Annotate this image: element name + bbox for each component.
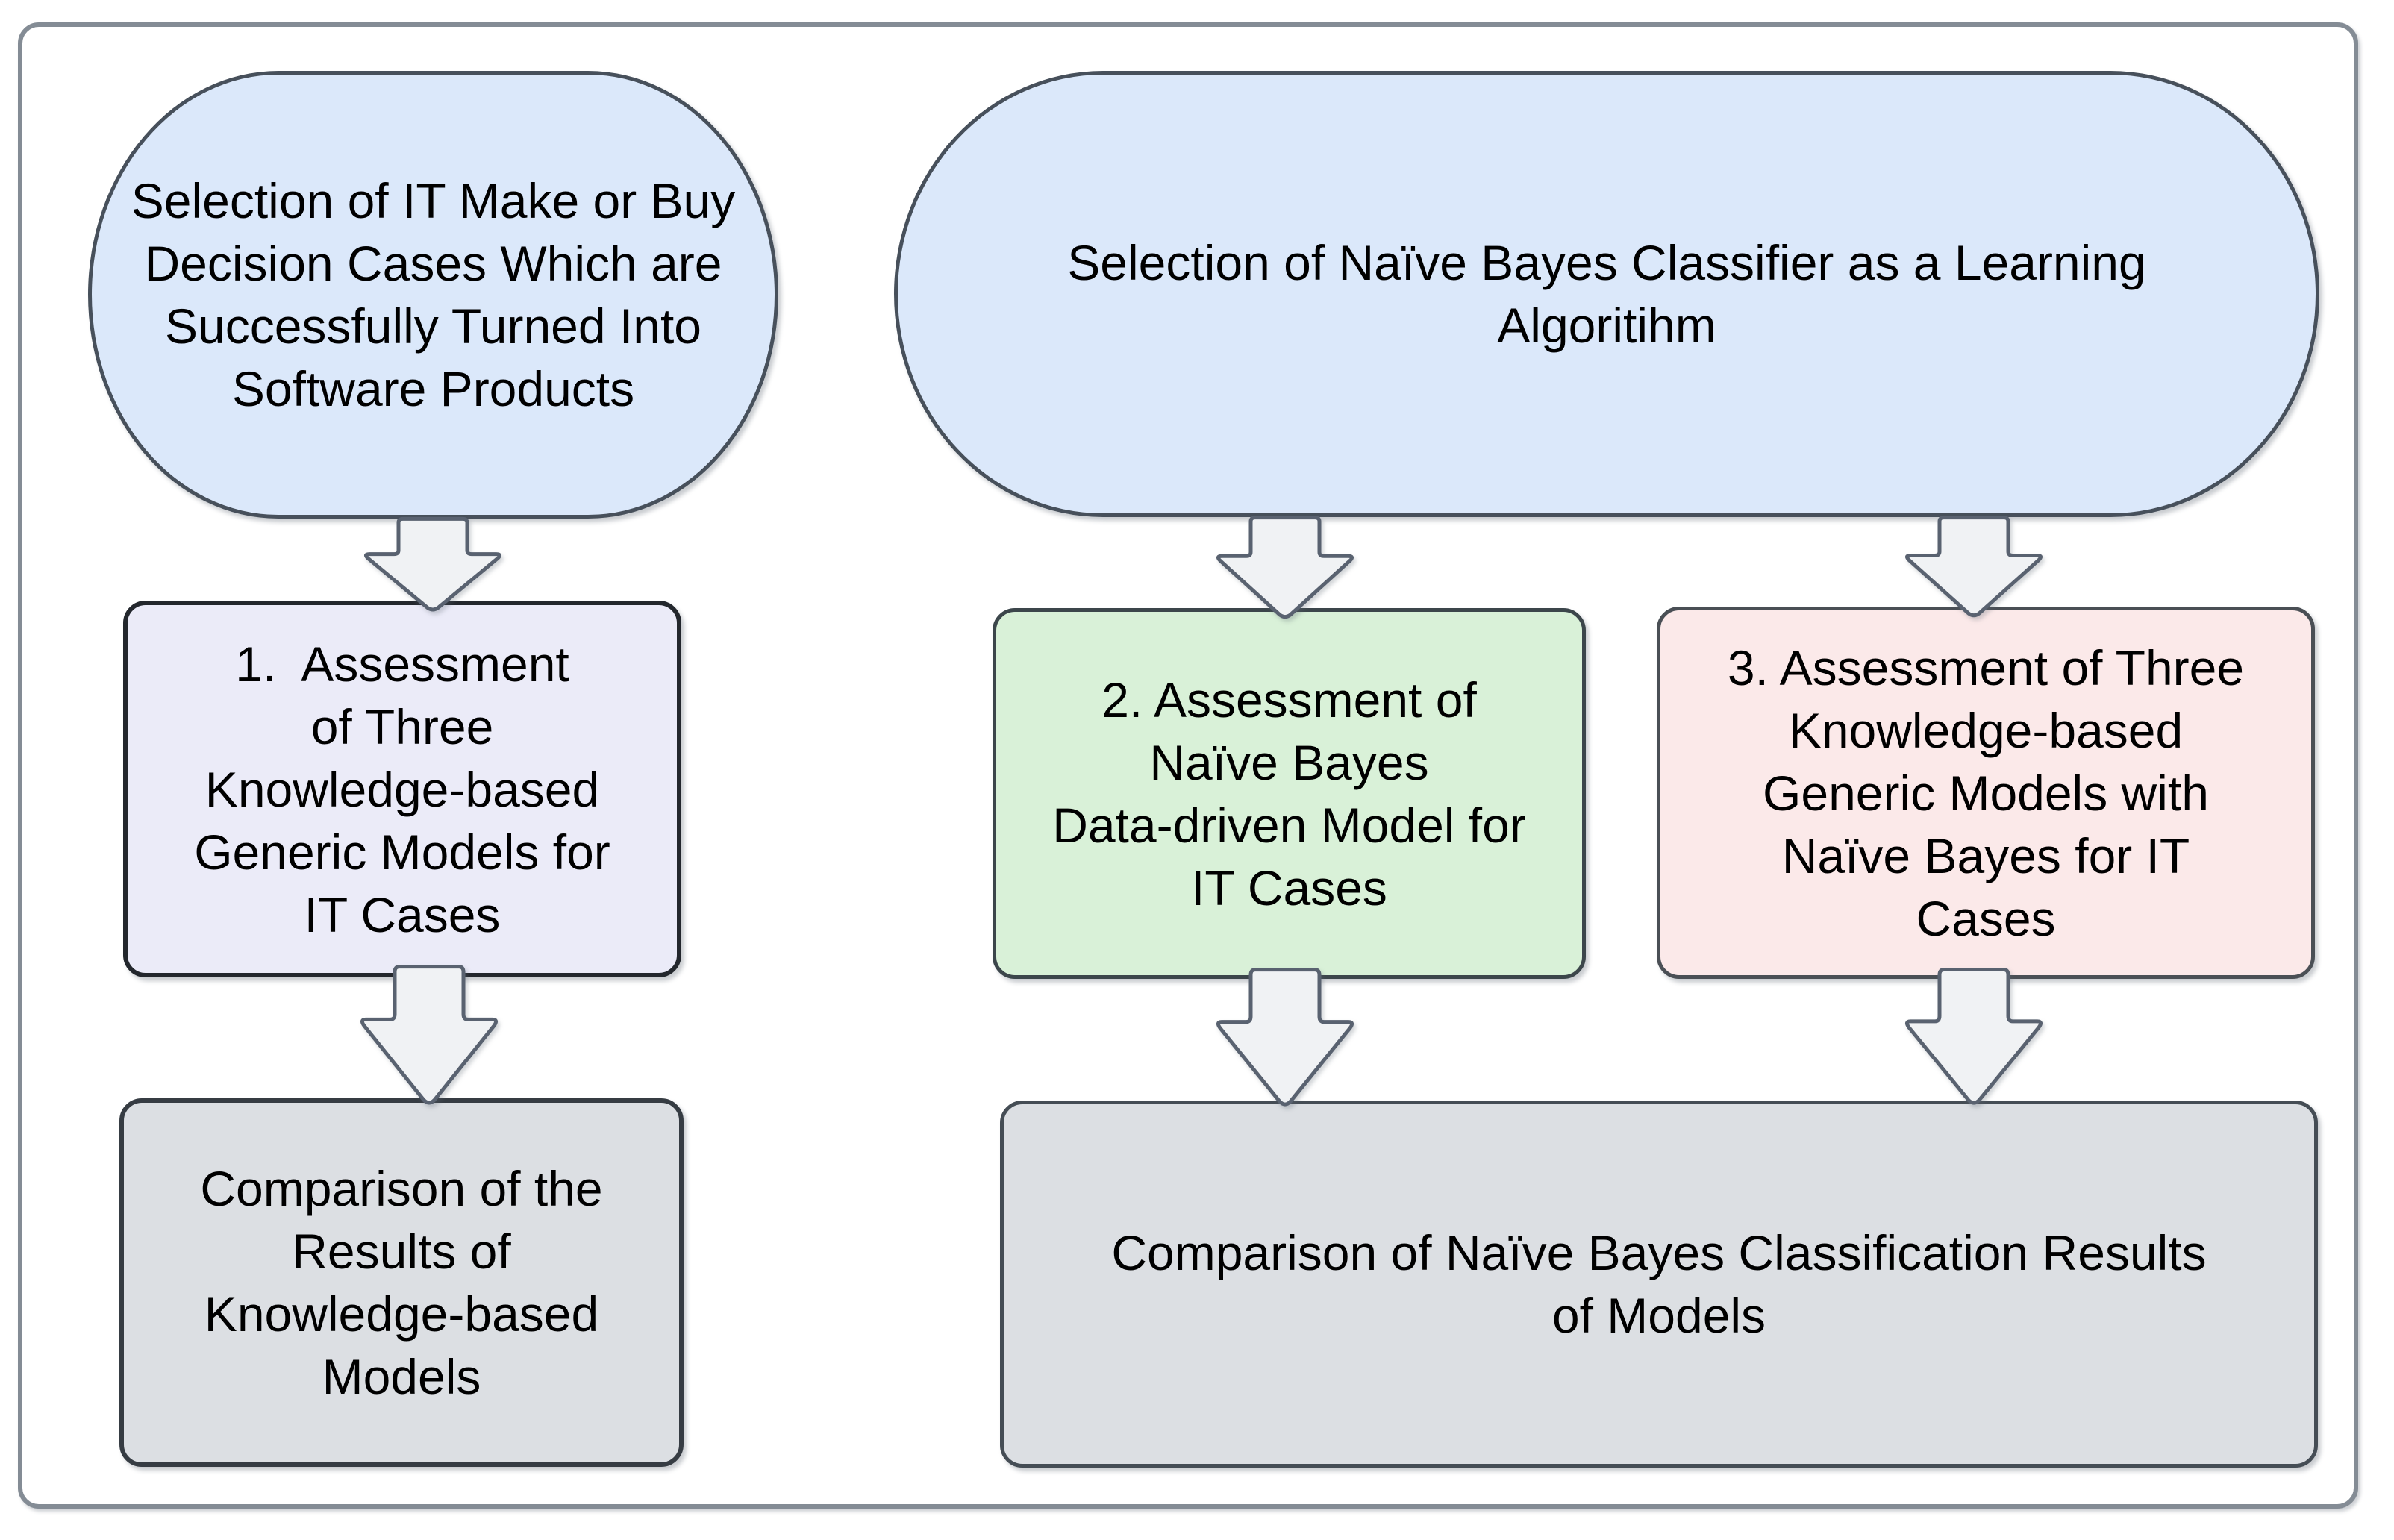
down-block-arrow-shape bbox=[1218, 970, 1351, 1105]
arrow-assessment1-to-comparison-icon bbox=[358, 964, 500, 1107]
node-selection-naive-bayes: Selection of Naïve Bayes Classifier as a… bbox=[894, 71, 2319, 517]
node-assessment-2-naive-bayes-model: 2. Assessment of Naïve Bayes Data-driven… bbox=[993, 608, 1586, 979]
down-block-arrow-shape bbox=[1907, 518, 2040, 616]
arrow-nb-to-assessment3-icon bbox=[1903, 516, 2045, 619]
arrow-assessment3-to-comparison-icon bbox=[1903, 967, 2045, 1107]
node-comparison-naive-bayes-results: Comparison of Naïve Bayes Classification… bbox=[1000, 1101, 2318, 1468]
down-block-arrow-shape bbox=[362, 967, 496, 1103]
node-assessment-3-combined-models: 3. Assessment of Three Knowledge-based G… bbox=[1657, 607, 2315, 979]
down-block-arrow-shape bbox=[366, 519, 499, 610]
node-comparison-knowledge-results: Comparison of the Results of Knowledge-b… bbox=[119, 1098, 684, 1467]
arrow-assessment2-to-comparison-icon bbox=[1214, 967, 1356, 1109]
node-assessment-1-knowledge-models: 1. Assessment of Three Knowledge-based G… bbox=[123, 601, 681, 977]
down-block-arrow-shape bbox=[1907, 970, 2040, 1104]
arrow-cases-to-assessment1-icon bbox=[362, 517, 504, 613]
node-selection-it-cases: Selection of IT Make or Buy Decision Cas… bbox=[88, 71, 778, 519]
arrow-nb-to-assessment2-icon bbox=[1214, 516, 1356, 620]
down-block-arrow-shape bbox=[1218, 518, 1351, 617]
